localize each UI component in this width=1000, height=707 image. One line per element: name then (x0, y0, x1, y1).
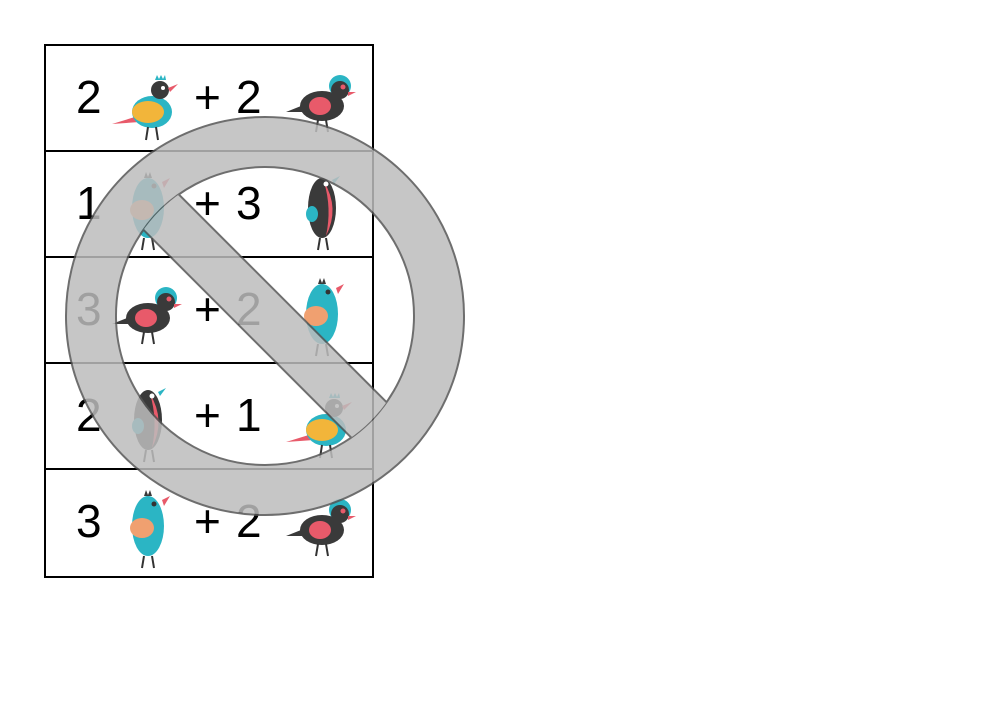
count-2: 1 (236, 389, 262, 441)
count-1: 2 (76, 71, 102, 123)
table-row: 2 + 2 (46, 46, 372, 152)
black-red-wing-bird-icon (108, 266, 188, 358)
count-1: 2 (76, 389, 102, 441)
teal-tall-bird-icon (108, 478, 188, 570)
count-1: 3 (76, 283, 102, 335)
plus-sign: + (194, 495, 221, 547)
table-row: 3 + 2 (46, 470, 372, 576)
teal-tall-bird-icon (108, 160, 188, 252)
count-2: 2 (236, 495, 262, 547)
crowned-yellow-bird-icon (282, 372, 362, 464)
red-belly-bird-icon (108, 372, 188, 464)
table-row: 1 + 3 (46, 152, 372, 258)
black-red-wing-bird-icon (282, 54, 362, 146)
black-red-wing-bird-icon (282, 478, 362, 570)
bird-addition-table: 2 + 2 1 + 3 3 + 2 2 + 1 3 + 2 (44, 44, 374, 578)
plus-sign: + (194, 177, 221, 229)
count-1: 3 (76, 495, 102, 547)
crowned-yellow-bird-icon (108, 54, 188, 146)
teal-tall-bird-icon (282, 266, 362, 358)
table-row: 2 + 1 (46, 364, 372, 470)
plus-sign: + (194, 283, 221, 335)
red-belly-bird-icon (282, 160, 362, 252)
plus-sign: + (194, 71, 221, 123)
count-2: 3 (236, 177, 262, 229)
plus-sign: + (194, 389, 221, 441)
count-1: 1 (76, 177, 102, 229)
count-2: 2 (236, 283, 262, 335)
count-2: 2 (236, 71, 262, 123)
table-row: 3 + 2 (46, 258, 372, 364)
